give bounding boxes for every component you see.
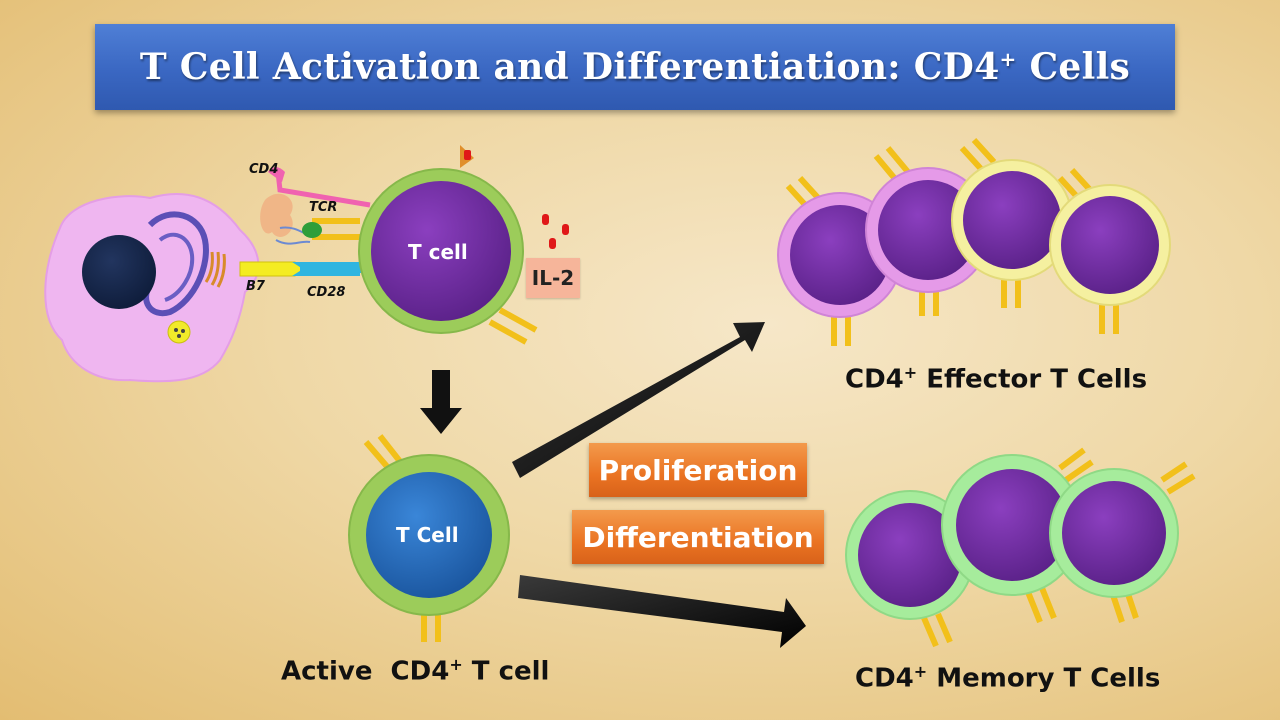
- effector-caption: CD4+ Effector T Cells: [845, 363, 1148, 395]
- naive-t-nucleus: [371, 181, 511, 321]
- page-title: T Cell Activation and Differentiation: C…: [139, 46, 1131, 88]
- apc-golgi: [204, 251, 226, 288]
- active-t-nucleus: [366, 472, 492, 598]
- arrow-to-memory: [518, 575, 806, 648]
- tcr-label: TCR: [309, 200, 338, 215]
- antigen-presenting-cell: [44, 192, 260, 383]
- title-banner: T Cell Activation and Differentiation: C…: [95, 24, 1175, 110]
- apc-nucleus: [82, 235, 156, 309]
- effector-cells: [777, 137, 1171, 346]
- il2-label: IL-2: [526, 258, 580, 298]
- vesicle: [167, 320, 191, 344]
- naive-t-cell-label: T cell: [408, 240, 468, 264]
- memory-caption: CD4+ Memory T Cells: [855, 662, 1161, 694]
- proliferation-badge: Proliferation: [589, 443, 807, 497]
- arrow-to-effector: [512, 322, 765, 478]
- il2-droplets: [542, 214, 569, 249]
- differentiation-badge: Differentiation: [572, 510, 824, 564]
- active-caption: Active CD4+ T cell: [281, 655, 550, 687]
- synapse-molecules: [239, 167, 371, 277]
- apc-er: [143, 211, 209, 317]
- active-t-cell-label: T Cell: [396, 523, 459, 547]
- memory-cells: [845, 447, 1196, 648]
- antigen-green: [302, 222, 322, 238]
- naive-t-cell: [358, 145, 538, 345]
- tcr-chain: [312, 218, 360, 224]
- b7-molecule: [239, 261, 306, 277]
- cd28-label: CD28: [307, 285, 346, 300]
- mhc-peptide: [260, 193, 293, 237]
- down-arrow: [420, 370, 462, 434]
- cd4-label: CD4: [249, 162, 279, 177]
- active-t-cell: [348, 434, 510, 642]
- b7-label: B7: [246, 279, 265, 294]
- receptor-pair: [488, 307, 538, 345]
